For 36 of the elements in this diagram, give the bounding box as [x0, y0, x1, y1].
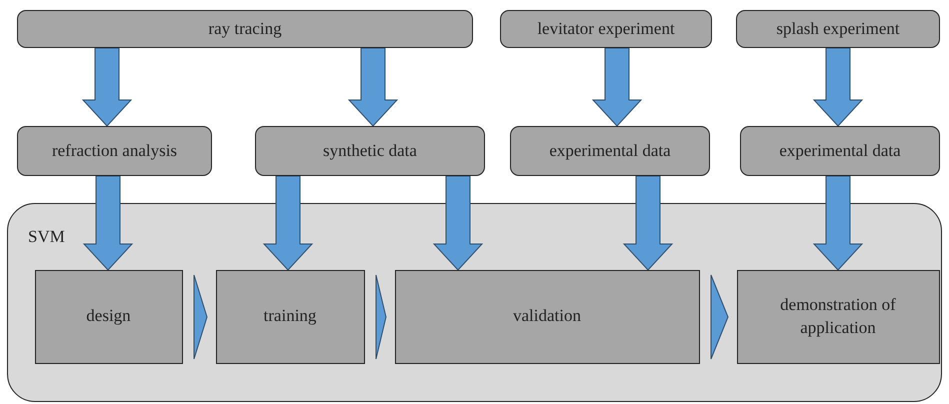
block-arrow	[812, 176, 864, 271]
block-arrow	[812, 48, 864, 127]
chevron-arrow	[194, 274, 208, 360]
box-label: splash experiment	[776, 18, 900, 40]
block-arrow	[262, 176, 314, 271]
svm-container	[7, 203, 942, 402]
block-arrow	[622, 176, 674, 271]
data-box	[17, 126, 212, 176]
box-label: levitator experiment	[537, 18, 675, 40]
box-label: design	[86, 305, 131, 328]
data-box	[255, 126, 485, 176]
stage-box	[394, 270, 700, 364]
stage-box	[34, 270, 182, 364]
box-label: refraction analysis	[52, 140, 178, 162]
box-label: experimental data	[549, 140, 671, 162]
block-arrow	[82, 176, 134, 271]
box-label: ray tracing	[208, 18, 282, 40]
box-label: validation	[513, 305, 581, 328]
source-box	[17, 10, 473, 48]
stage-box	[216, 270, 364, 364]
source-box	[736, 10, 940, 48]
box-label: experimental data	[779, 140, 901, 162]
chevron-arrow	[710, 274, 729, 360]
source-box	[500, 10, 712, 48]
box-label: demonstration of application	[779, 294, 897, 339]
box-label: training	[264, 305, 316, 328]
chevron-arrow	[376, 274, 387, 360]
block-arrow	[432, 176, 484, 271]
data-box	[510, 126, 710, 176]
block-arrow	[82, 48, 132, 127]
stage-box	[736, 270, 940, 364]
block-arrow	[592, 48, 642, 127]
block-arrow	[348, 48, 398, 127]
box-label: synthetic data	[323, 140, 417, 162]
group-label: SVM	[28, 226, 65, 248]
data-box	[740, 126, 940, 176]
